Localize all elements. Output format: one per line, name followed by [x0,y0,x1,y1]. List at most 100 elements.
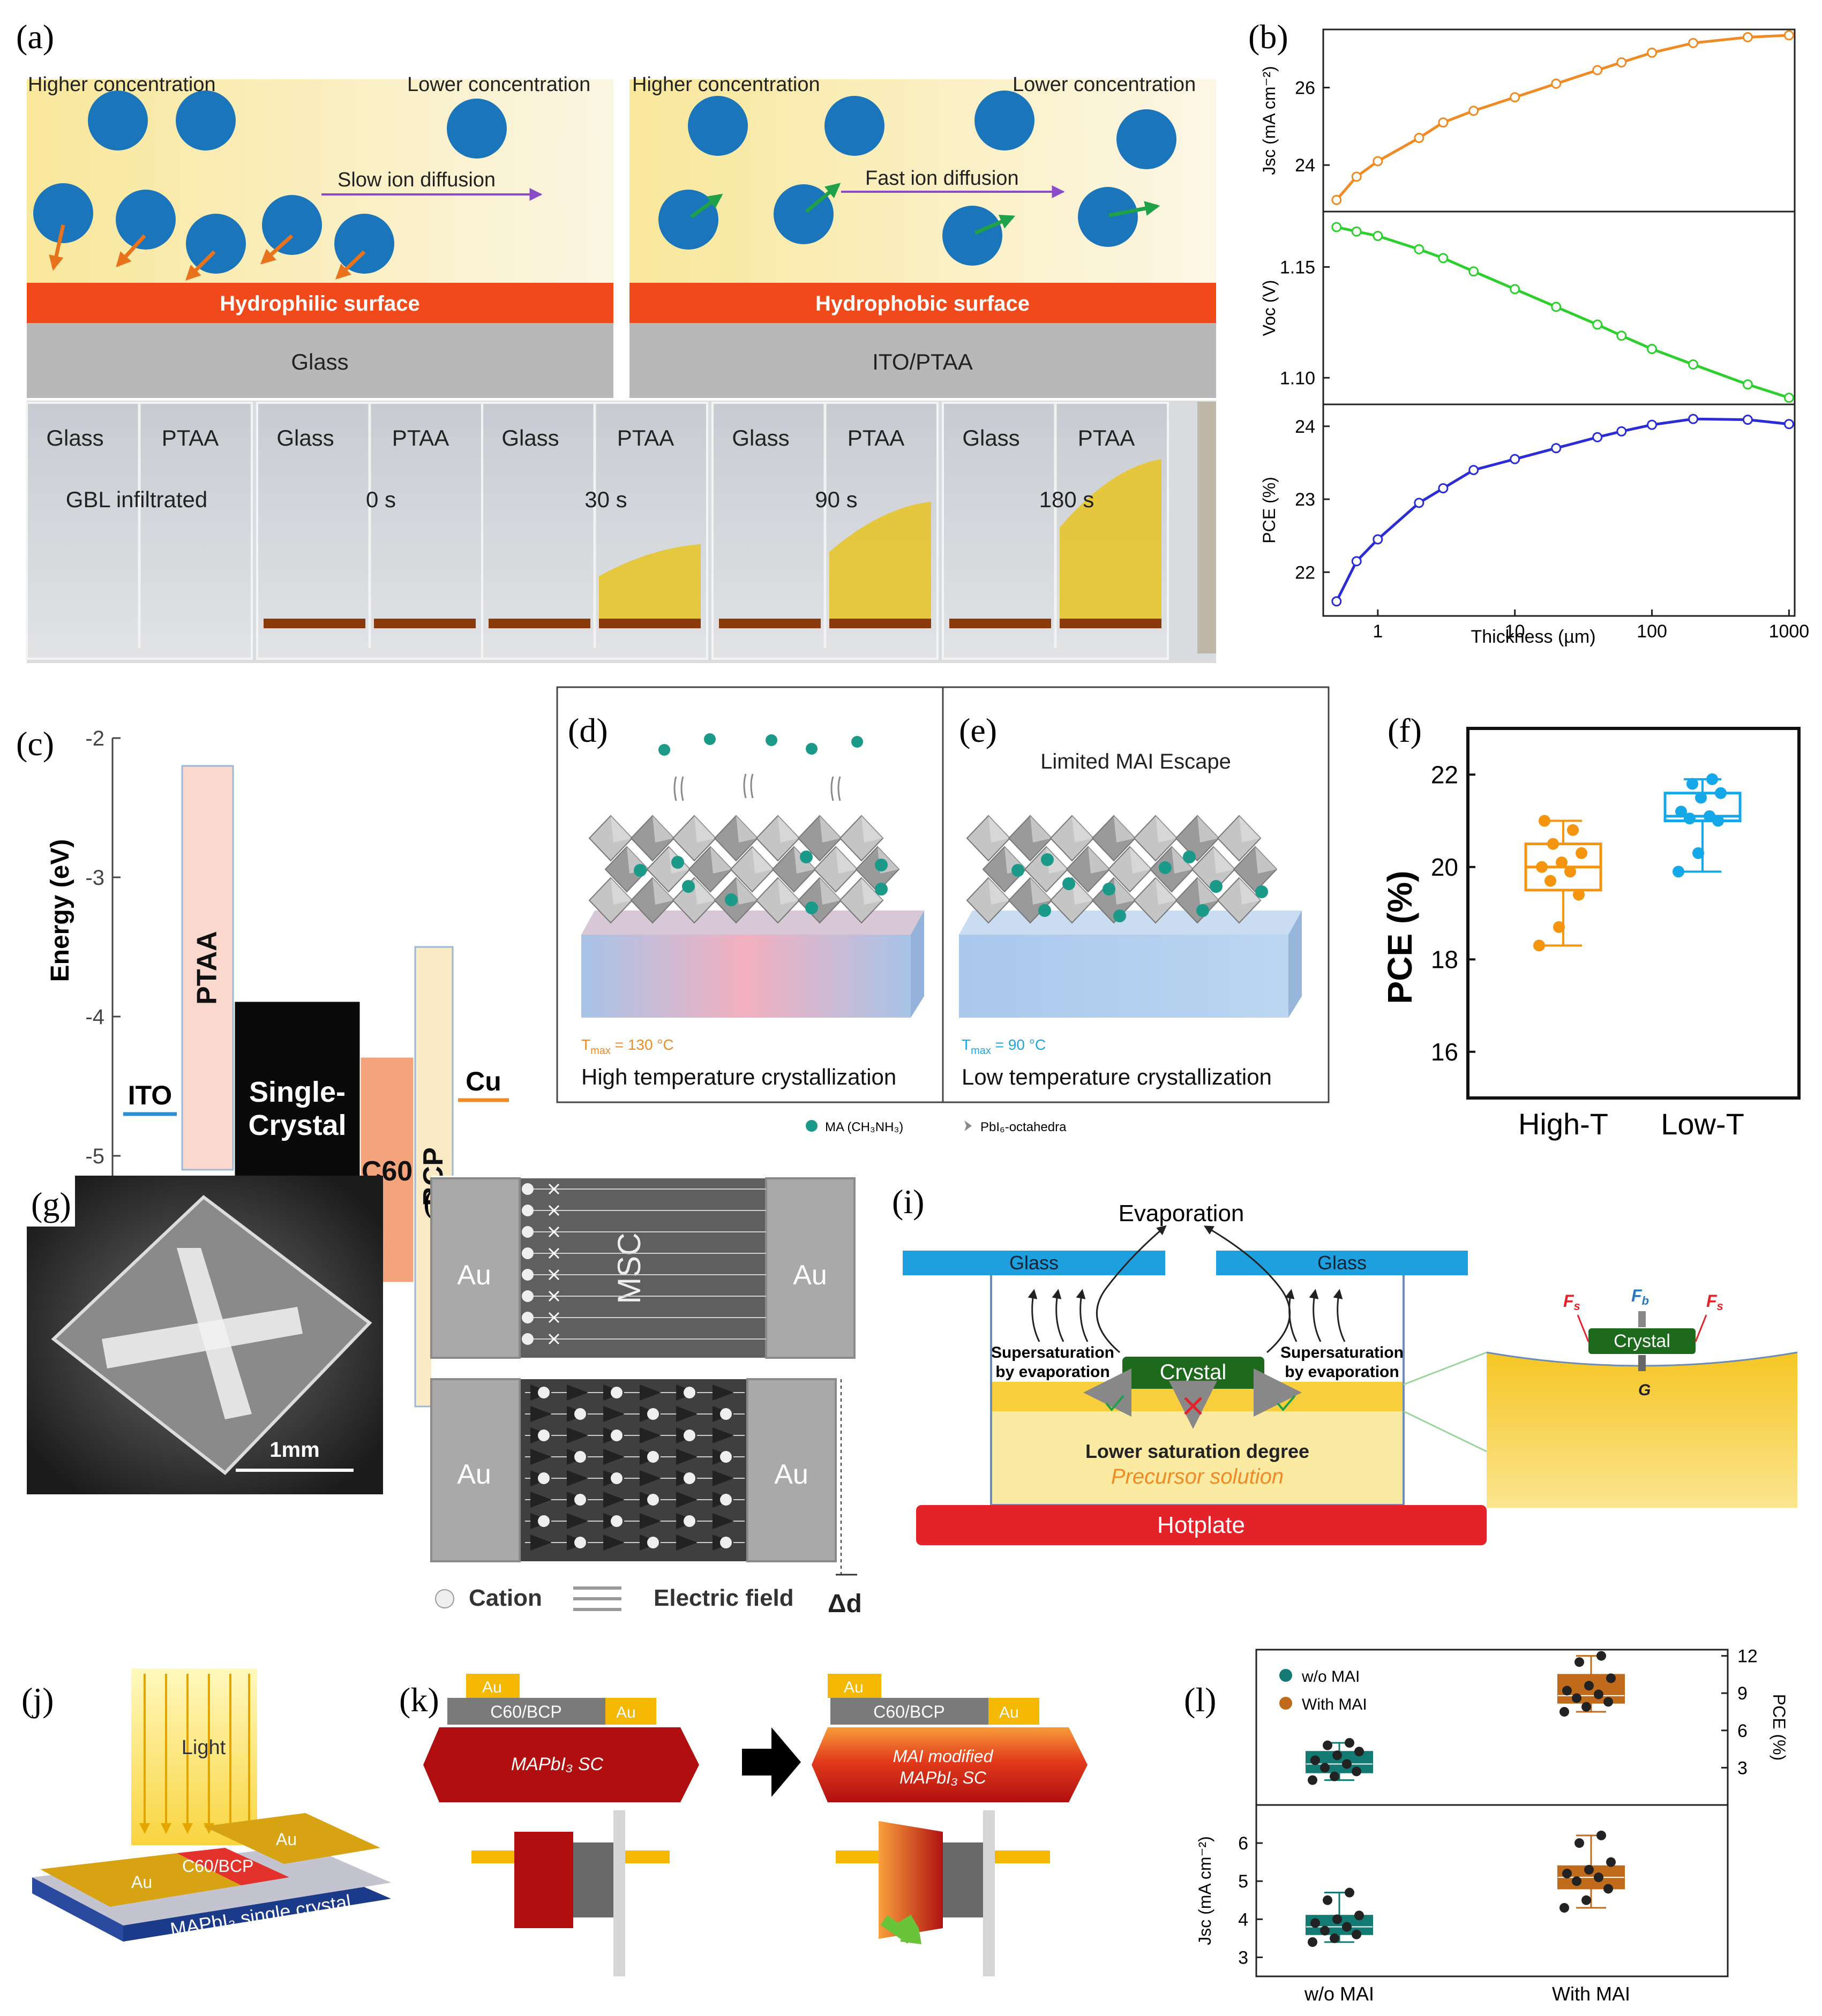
vial-label-glass: Glass [46,425,103,450]
infiltration [829,501,931,619]
escape-arrows [673,773,841,801]
data-point [1308,1775,1317,1785]
escaping-ma [658,733,863,756]
data-point [1572,1693,1581,1703]
data-point [1616,330,1627,341]
sediment-glass [949,619,1051,628]
cation [574,1494,586,1506]
blocked-icon [548,1205,560,1216]
data-point [1556,856,1568,869]
data-point [1742,415,1753,425]
ion [88,91,148,151]
ion [186,214,246,274]
lower-conc-right: Lower concentration [1013,73,1196,96]
data-point [1592,319,1603,330]
data-point [1351,556,1362,567]
vial-label-ptaa: PTAA [392,425,449,450]
panel-label-c: (c) [16,725,54,763]
data-point [1596,1830,1606,1840]
ion [334,214,394,274]
ma-cation [671,856,684,869]
lattice [530,1492,552,1508]
mai-modified-label: MAI modified [893,1747,994,1766]
glass-label-left: Glass [1009,1252,1059,1274]
cation [647,1451,659,1463]
data-point [1536,861,1548,873]
tmax-e: Tmax = 90 °C [962,1036,1046,1057]
au-label-tr: Au [793,1260,827,1291]
data-point [1692,847,1704,859]
ion [262,195,322,255]
au-electrode-br [746,1378,837,1562]
ma-cation [1183,851,1196,863]
light-beam [131,1668,257,1845]
data-point [1686,778,1698,790]
mapbi3-sc-k-right-label: MAPbI₃ SC [899,1768,987,1787]
vial-label-ptaa: PTAA [848,425,905,450]
data-point [1647,344,1658,355]
data-point [1706,773,1718,785]
data-point [1574,1838,1584,1848]
au-k-right-right [988,1698,1039,1725]
au-electrode-tr [765,1177,856,1359]
data-point [1603,1697,1613,1707]
scale-bar-label: 1mm [269,1438,319,1462]
series-line [1336,225,1790,399]
data-point [1572,1876,1581,1886]
higher-conc-right: Higher concentration [632,73,820,96]
au-electrode-tl [430,1177,521,1359]
infiltration [599,544,701,619]
cation [611,1472,623,1484]
lattice [603,1449,625,1465]
blocked-icon [548,1269,560,1281]
data-point [1547,838,1559,850]
blocked-icon [548,1226,560,1238]
y-tick-label: -2 [85,727,104,750]
panel-label-f: (f) [1388,711,1422,749]
data-point [1330,1771,1339,1781]
x-tick-label: 1000 [1769,621,1810,642]
plot-frame [1322,28,1796,617]
data-point [1332,1750,1342,1761]
ion [447,99,507,159]
vial-label-ptaa: PTAA [617,425,674,450]
lattice [603,1534,625,1551]
data-point [1331,596,1342,607]
y-tick-label: 6 [1238,1833,1248,1854]
legend-ma: MA (CH₃NH₃) [825,1120,903,1134]
data-point [1553,921,1565,933]
cation [684,1515,695,1527]
cation [522,1183,534,1195]
slab-d-top [581,911,924,935]
cation [611,1387,623,1398]
y-axis-label: Jsc (mA cm⁻²) [1195,1836,1214,1945]
ito-ptaa-substrate [629,323,1216,398]
data-point [1354,1747,1364,1757]
y-tick-label: 3 [1238,1947,1248,1968]
ion [824,96,884,156]
lattice [567,1513,588,1529]
sediment-ptaa [829,619,931,628]
panel-h: (h) Au Au MSC Au Au Cation Electric fiel… [423,1176,862,1618]
ma-cation [1038,904,1051,917]
data-point [1592,432,1603,442]
data-point [1576,847,1587,859]
au-right-j [204,1813,380,1864]
data-point [1331,222,1342,232]
ma-cation [1103,883,1115,896]
sediment-ptaa [599,619,701,628]
cation [538,1430,550,1441]
data-point [1783,393,1794,403]
y-tick-label: 3 [1737,1758,1748,1778]
x-tick-label: Low-T [1661,1107,1744,1141]
data-point [1354,1910,1364,1921]
blocked-icon [548,1247,560,1259]
panel-label-a: (a) [16,18,54,56]
fast-diffusion-label: Fast ion diffusion [865,167,1019,190]
au-k-right-top [828,1674,881,1698]
